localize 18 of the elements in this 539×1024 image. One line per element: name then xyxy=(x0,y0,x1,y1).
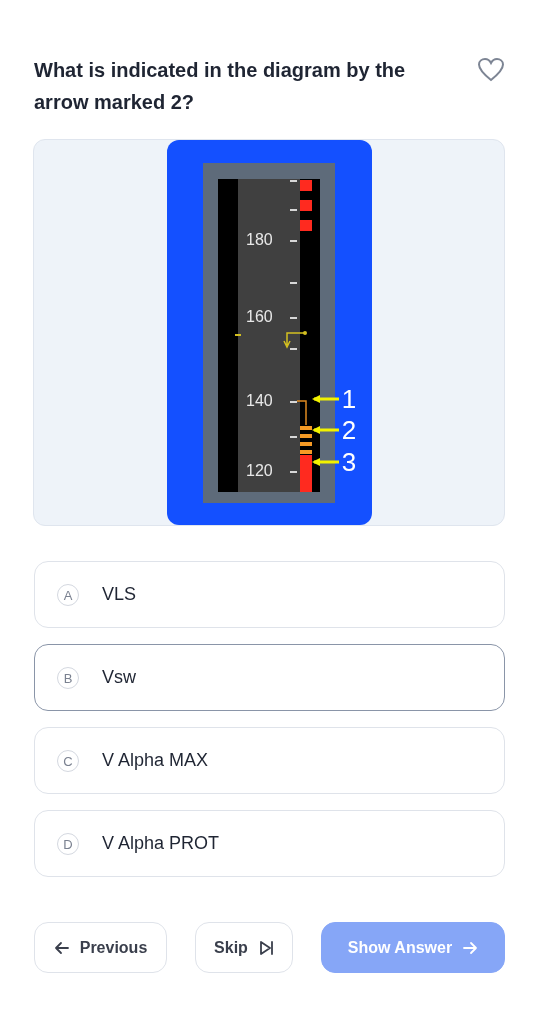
arrow xyxy=(312,426,339,434)
speed-scale-number: 120 xyxy=(246,462,273,480)
speed-scale-number: 160 xyxy=(246,308,273,326)
question-text: What is indicated in the diagram by the arrow marked 2? xyxy=(34,58,407,115)
skip-button: Skip xyxy=(195,922,293,973)
callout-number: 2 xyxy=(341,416,357,444)
option-text: V Alpha PROT xyxy=(102,833,220,854)
show-answer-button: Show Answer xyxy=(321,922,505,973)
option-text: VLS xyxy=(102,584,137,605)
callout-number: 1 xyxy=(341,385,357,413)
arrow xyxy=(312,395,339,403)
option-text: Vsw xyxy=(102,667,136,688)
option-text: V Alpha MAX xyxy=(102,750,209,771)
speed-scale-number: 180 xyxy=(246,231,273,249)
arrow xyxy=(312,458,339,466)
callout-number: 3 xyxy=(341,448,357,476)
speed-scale-number: 140 xyxy=(246,392,273,410)
previous-button: Previous xyxy=(34,922,167,973)
